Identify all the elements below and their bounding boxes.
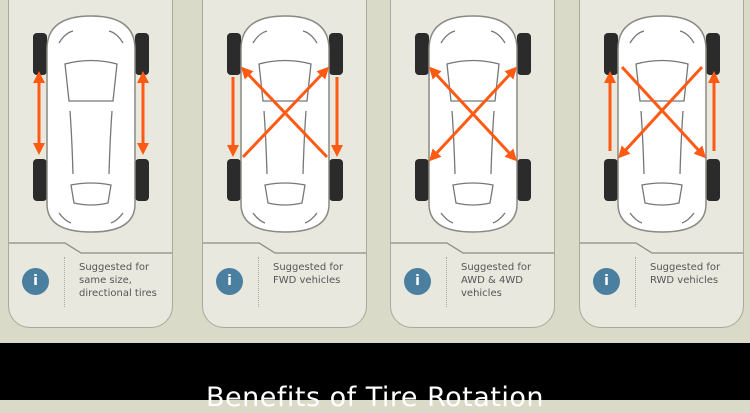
info-icon: i bbox=[22, 268, 49, 295]
car-diagram bbox=[203, 15, 366, 254]
rotation-arrows bbox=[604, 65, 720, 159]
car-diagram bbox=[580, 15, 743, 254]
divider bbox=[258, 257, 259, 307]
rotation-card-x-pattern: i Suggested for AWD & 4WD vehicles bbox=[390, 0, 555, 328]
card-description: Suggested for AWD & 4WD vehicles bbox=[461, 262, 532, 299]
info-icon: i bbox=[593, 268, 620, 295]
footer-band bbox=[0, 343, 750, 400]
rotation-arrows bbox=[428, 66, 518, 162]
rotation-card-forward-cross: i Suggested for FWD vehicles bbox=[202, 0, 367, 328]
section-title: Benefits of Tire Rotation bbox=[206, 382, 544, 413]
info-icon: i bbox=[404, 268, 431, 295]
card-description: Suggested for same size, directional tir… bbox=[79, 262, 157, 299]
card-description: Suggested for RWD vehicles bbox=[650, 262, 721, 286]
rotation-card-front-rear-straight: i Suggested for same size, directional t… bbox=[8, 0, 173, 328]
car-diagram bbox=[9, 15, 172, 254]
divider bbox=[635, 257, 636, 307]
info-icon: i bbox=[216, 268, 243, 295]
rotation-arrows bbox=[33, 71, 149, 155]
rotation-card-rearward-cross: i Suggested for RWD vehicles bbox=[579, 0, 744, 328]
card-description: Suggested for FWD vehicles bbox=[273, 262, 344, 286]
divider bbox=[446, 257, 447, 307]
divider bbox=[64, 257, 65, 307]
car-diagram bbox=[391, 15, 554, 254]
rotation-arrows bbox=[227, 66, 343, 159]
